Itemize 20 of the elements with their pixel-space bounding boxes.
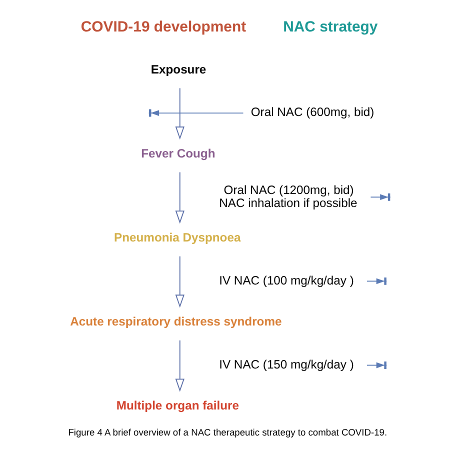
node-text: Oral NAC (1200mg, bid) NAC inhalation if possible (219, 182, 358, 210)
arrow (175, 256, 184, 308)
node-text: Fever Cough (141, 146, 216, 160)
node-text: IV NAC (100 mg/kg/day ) (219, 273, 354, 288)
arrow (150, 110, 244, 116)
node-text: Multiple organ failure (116, 398, 239, 413)
arrow (370, 194, 388, 200)
node-text: Acute respiratory distress syndrome (70, 314, 282, 328)
arrow (366, 362, 385, 368)
node-text: Oral NAC (600mg, bid) (250, 105, 374, 120)
arrow (175, 172, 184, 224)
node-text: Pneumonia Dyspnoea (114, 230, 241, 244)
caption: Figure 4 A brief overview of a NAC therapeutic strategy to combat COVID-19. (68, 427, 388, 438)
label: NAC strategy (283, 18, 378, 36)
node-text: IV NAC (150 mg/kg/day ) (219, 357, 354, 372)
arrow (175, 88, 184, 140)
arrow (175, 340, 184, 392)
arrow (366, 278, 385, 284)
node-text: Exposure (150, 62, 206, 76)
label: COVID-19 development (80, 18, 246, 36)
